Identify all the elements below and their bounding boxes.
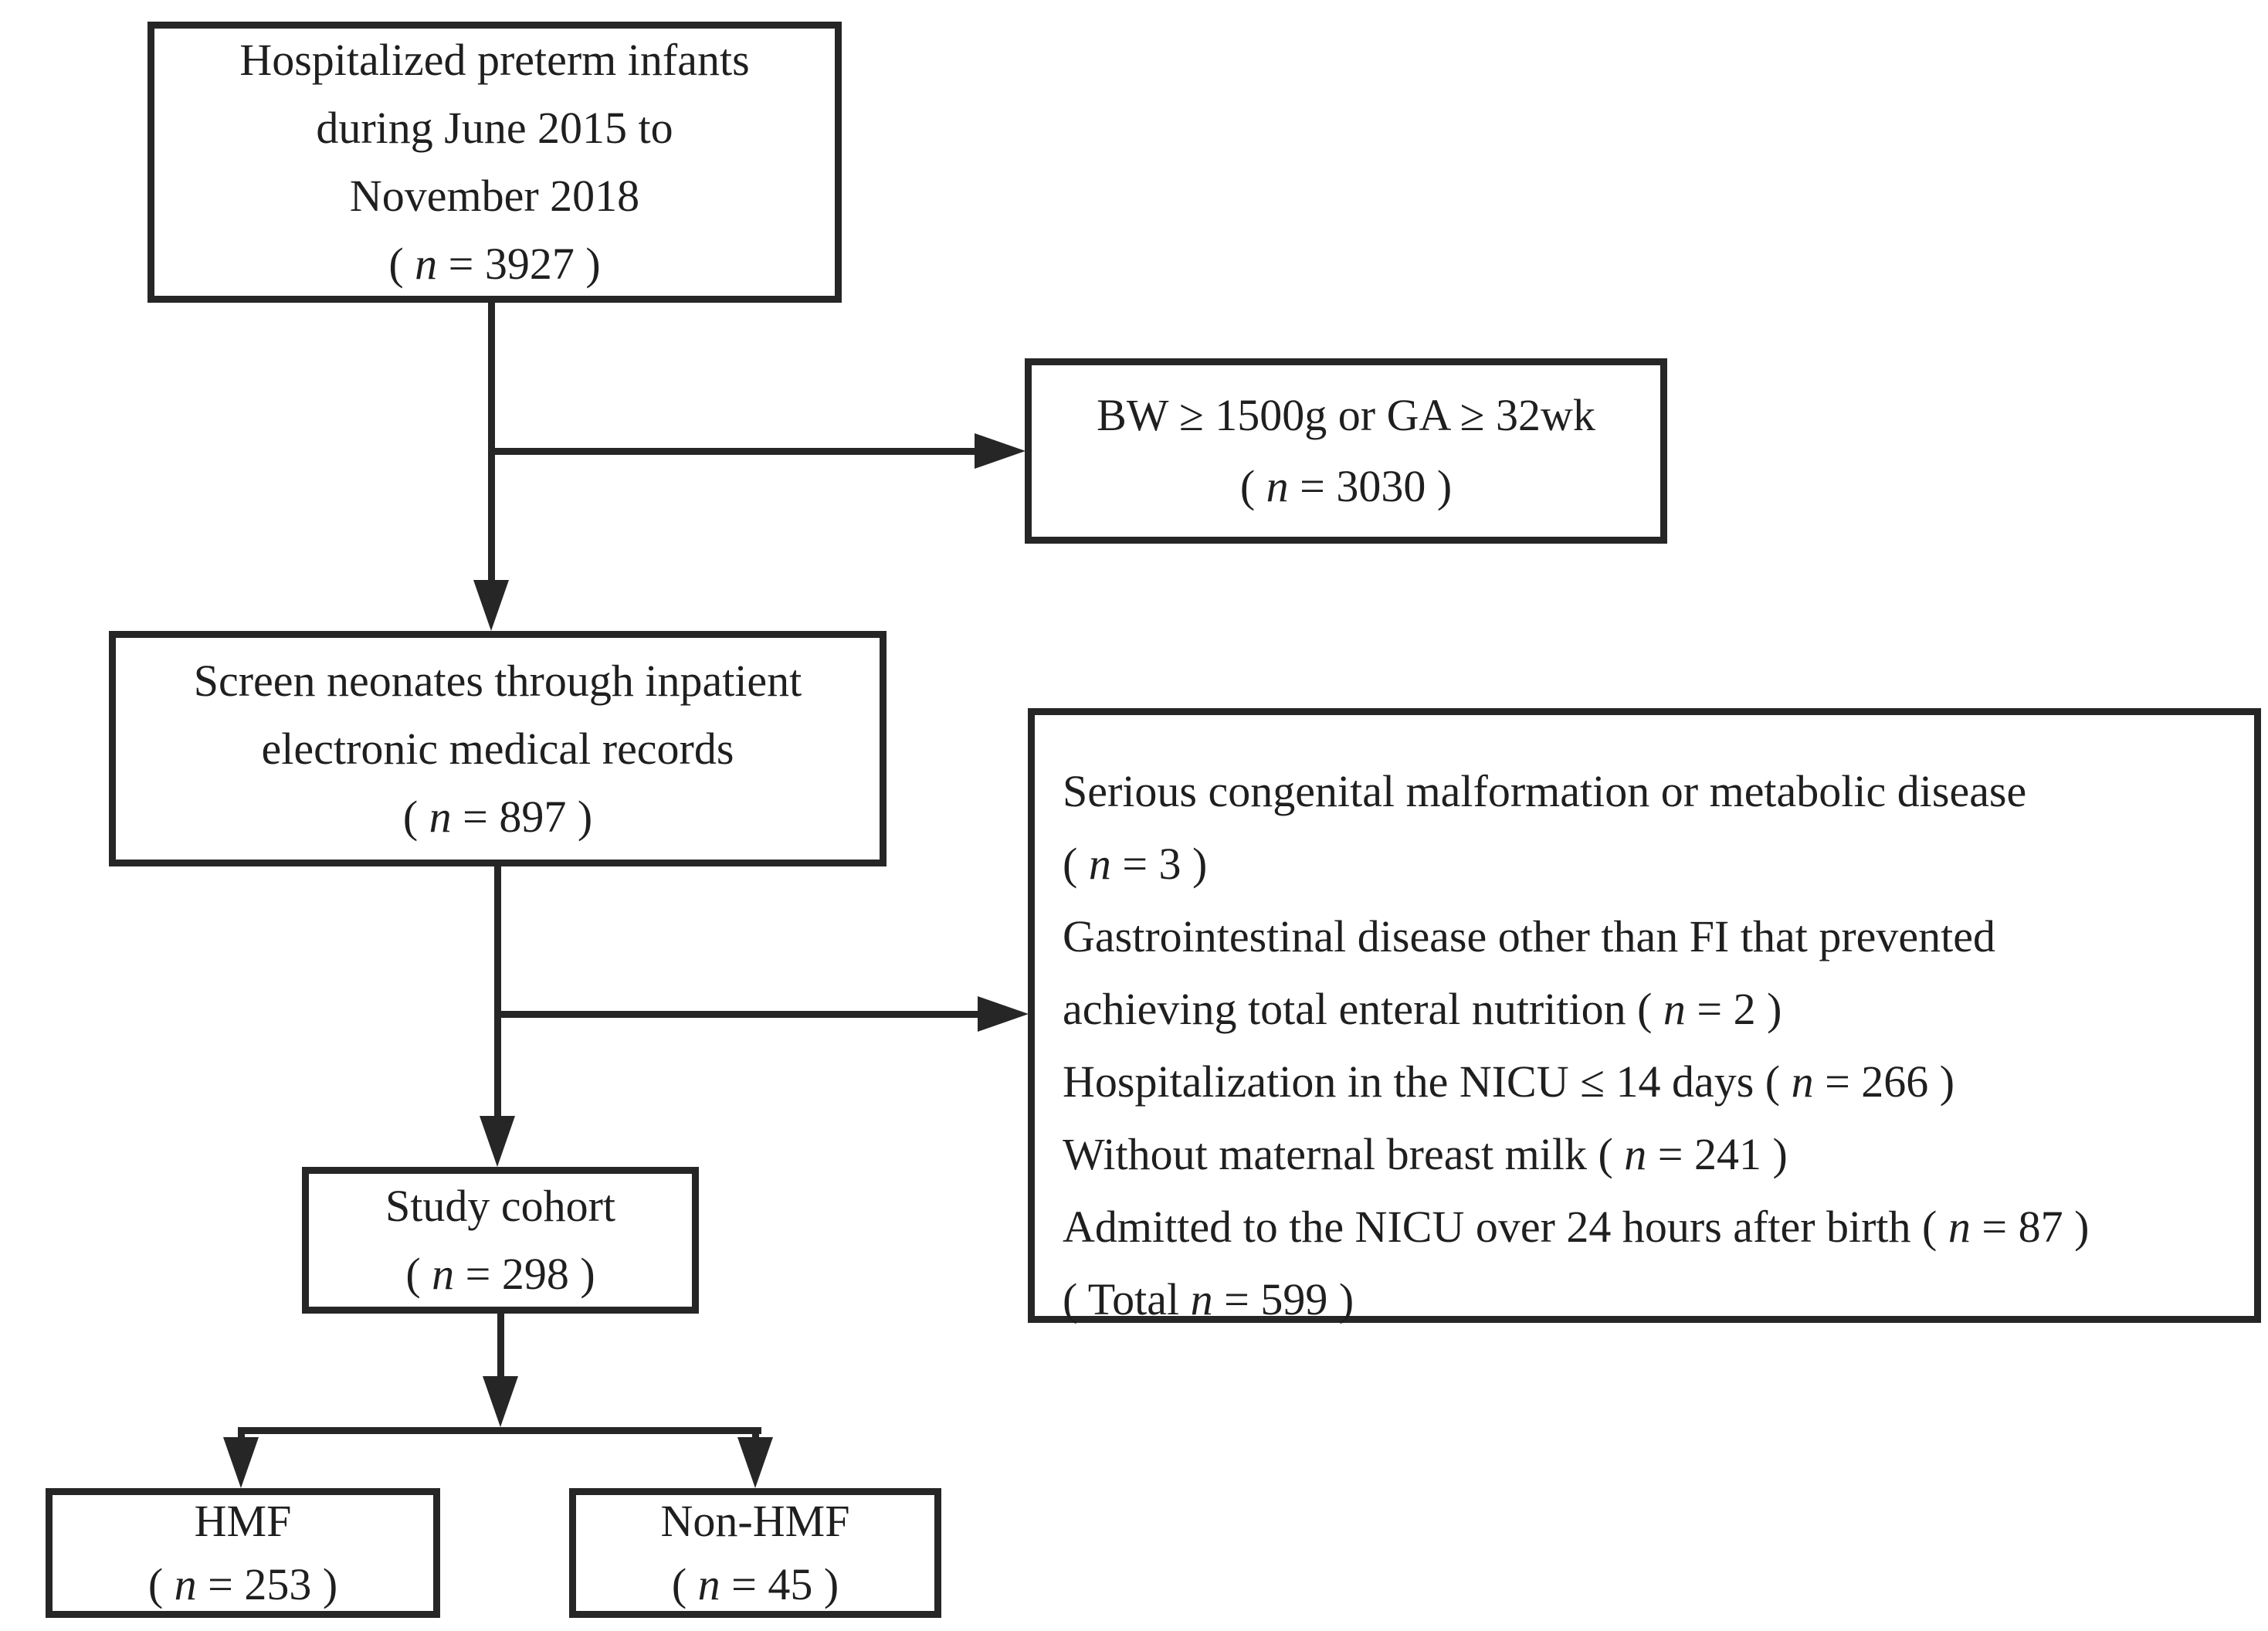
arrowhead-right-to-bw-exclusion <box>975 433 1026 469</box>
node-line: BW ≥ 1500g or GA ≥ 32wk <box>1097 390 1595 440</box>
arrowhead-down-to-nonhmf <box>737 1437 773 1488</box>
node-bw-ga-exclusion: BW ≥ 1500g or GA ≥ 32wk ( n = 3030 ) <box>1025 358 1667 544</box>
node-line: HMF <box>194 1496 292 1546</box>
connector-cohort-to-split-line <box>497 1314 504 1380</box>
connector-split-to-hmf-line <box>238 1427 245 1439</box>
node-line: during June 2015 to <box>316 103 673 153</box>
node-non-hmf-group: Non-HMF ( n = 45 ) <box>569 1488 941 1618</box>
node-count: ( n = 897 ) <box>402 791 593 842</box>
exclusion-item: achieving total enteral nutrition ( n = … <box>1063 984 1782 1034</box>
node-line: Non-HMF <box>660 1496 850 1546</box>
exclusion-total-count: ( Total n = 599 ) <box>1063 1274 1354 1324</box>
node-line: Study cohort <box>385 1181 616 1231</box>
connector-split-bar <box>238 1427 761 1434</box>
arrowhead-down-to-cohort <box>480 1116 515 1167</box>
node-line: Screen neonates through inpatient <box>193 655 802 706</box>
node-count: ( n = 45 ) <box>671 1559 839 1609</box>
arrowhead-down-to-screen <box>473 580 509 631</box>
connector-screen-to-cohort-line <box>494 866 501 1119</box>
node-hospitalized-preterm-infants: Hospitalized preterm infants during June… <box>147 22 842 303</box>
exclusion-item: Admitted to the NICU over 24 hours after… <box>1063 1202 2090 1252</box>
exclusion-item-count: ( n = 3 ) <box>1063 839 1208 889</box>
node-count: ( n = 3927 ) <box>388 239 601 289</box>
arrowhead-right-to-exclusions <box>978 996 1029 1032</box>
node-count: ( n = 298 ) <box>405 1249 595 1299</box>
connector-split-to-nonhmf-line <box>752 1427 759 1439</box>
node-line: electronic medical records <box>261 723 734 774</box>
arrowhead-down-to-hmf <box>223 1437 259 1488</box>
node-exclusion-criteria: Serious congenital malformation or metab… <box>1028 708 2261 1324</box>
exclusion-item: Hospitalization in the NICU ≤ 14 days ( … <box>1063 1056 1955 1107</box>
node-study-cohort: Study cohort ( n = 298 ) <box>302 1167 699 1314</box>
node-line: November 2018 <box>349 171 640 221</box>
node-line: Hospitalized preterm infants <box>239 35 750 85</box>
node-hmf-group: HMF ( n = 253 ) <box>46 1488 440 1618</box>
connector-branch-to-exclusions-line <box>494 1011 979 1018</box>
node-screen-neonates: Screen neonates through inpatient electr… <box>109 631 887 866</box>
exclusion-item: Without maternal breast milk ( n = 241 ) <box>1063 1129 1788 1179</box>
connector-hospitalized-to-screen-line <box>488 303 495 583</box>
connector-branch-to-bw-exclusion-line <box>488 448 976 455</box>
node-count: ( n = 253 ) <box>147 1559 338 1609</box>
node-count: ( n = 3030 ) <box>1239 461 1453 511</box>
exclusion-item: Gastrointestinal disease other than FI t… <box>1063 911 1995 961</box>
arrowhead-down-to-split <box>483 1376 518 1427</box>
exclusion-item: Serious congenital malformation or metab… <box>1063 766 2027 816</box>
